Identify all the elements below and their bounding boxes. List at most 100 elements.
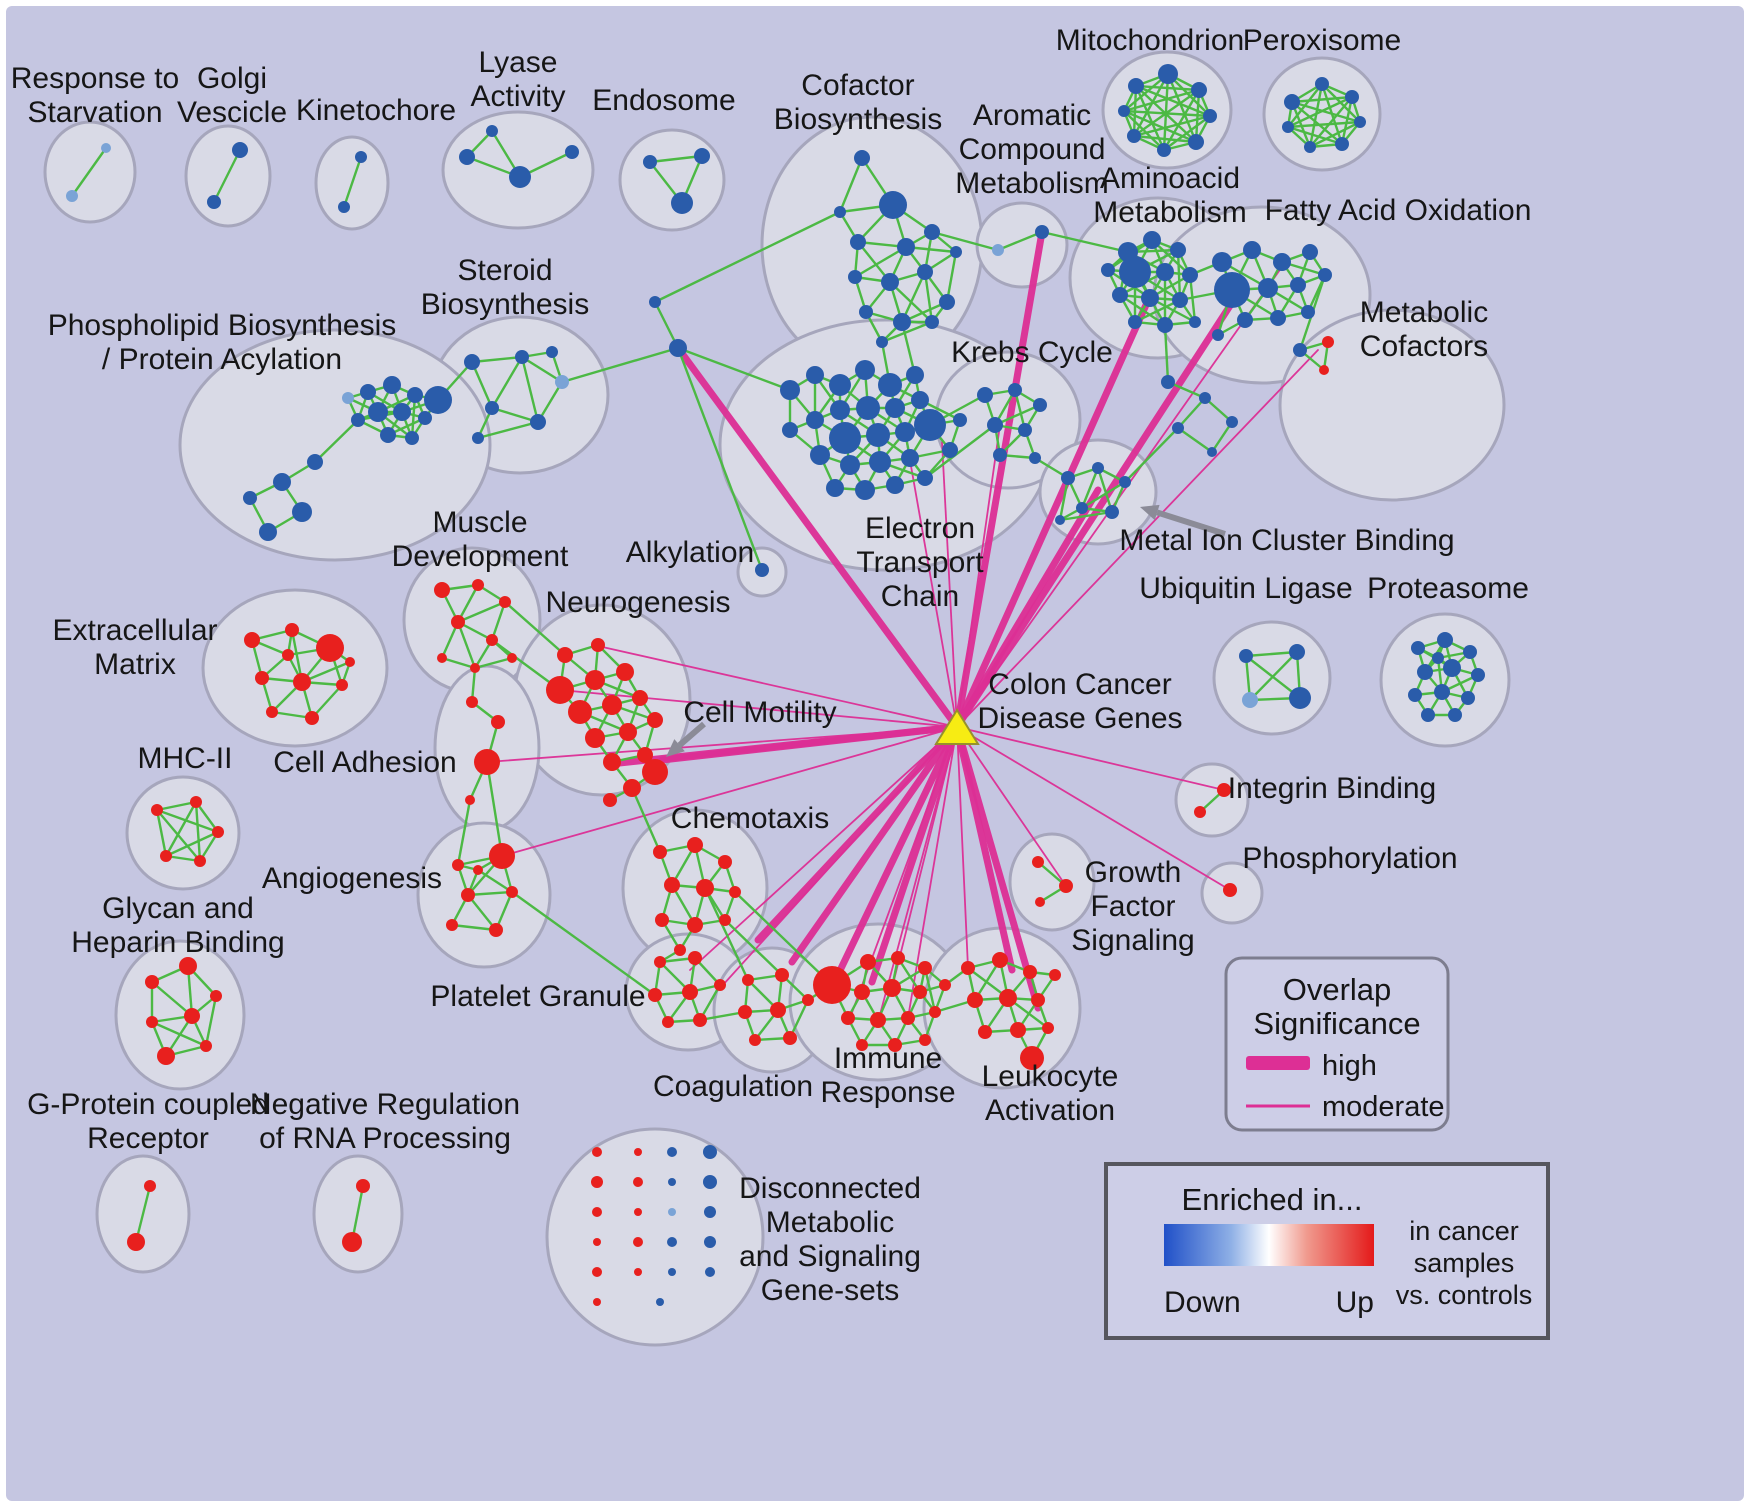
node-platelet-granule — [714, 979, 726, 991]
label-growth-factor-signaling: Factor — [1090, 890, 1175, 923]
label-negative-regulation-rna-processing: Negative Regulation — [250, 1088, 520, 1121]
node-mitochondrion — [1191, 82, 1207, 98]
legend-overlap-significance: Overlap Significance high moderate — [1224, 956, 1450, 1132]
label-muscle-development: Muscle — [432, 506, 527, 539]
label-disconnected-gene-sets: Gene-sets — [761, 1274, 899, 1307]
label-alkylation: Alkylation — [626, 536, 754, 569]
node-fatty-acid-oxidation — [1318, 268, 1332, 282]
edge-steroid-biosynthesis — [471, 355, 523, 364]
label-peroxisome: Peroxisome — [1243, 24, 1401, 57]
node-disconnected-gene-sets — [667, 1237, 677, 1247]
node-aromatic-compound-metabolism — [992, 244, 1004, 256]
node-aminoacid-metabolism — [1170, 242, 1186, 258]
node-leukocyte-activation — [1049, 969, 1061, 981]
pointer-arrow-head — [1140, 504, 1160, 521]
node-disconnected-gene-sets — [634, 1148, 642, 1156]
node-disconnected-gene-sets — [592, 1207, 602, 1217]
node-aminoacid-metabolism — [1189, 316, 1201, 328]
node-cofactor-biosynthesis — [854, 150, 870, 166]
node-immune-response — [888, 1038, 902, 1052]
label-angiogenesis: Angiogenesis — [262, 862, 442, 895]
node-mitochondrion — [1158, 64, 1178, 84]
node-cofactor-biosynthesis — [881, 273, 899, 291]
node-fatty-acid-oxidation — [1212, 329, 1224, 341]
node-cofactor-biosynthesis — [939, 294, 955, 310]
node-krebs-cycle — [1033, 398, 1047, 412]
node-peroxisome — [1315, 77, 1329, 91]
label-neurogenesis: Neurogenesis — [545, 586, 730, 619]
edge-aminoacid-spill — [1211, 421, 1233, 453]
node-extracellular-matrix — [316, 634, 344, 662]
node-glycan-heparin-binding — [184, 1008, 200, 1024]
node-steroid-biosynthesis — [485, 401, 499, 415]
node-electron-transport-chain — [829, 422, 861, 454]
node-immune-response — [891, 951, 905, 965]
node-extracellular-matrix — [305, 711, 319, 725]
node-disconnected-gene-sets — [703, 1145, 717, 1159]
node-junction — [669, 339, 687, 357]
label-metabolic-cofactors: Cofactors — [1360, 330, 1488, 363]
node-endosome — [643, 155, 657, 169]
edge-metal-ion-cluster-binding — [1059, 510, 1113, 522]
gradient-down-label: Down — [1164, 1286, 1241, 1319]
edge-metal-ion-cluster-binding — [1081, 480, 1126, 510]
node-cell-adhesion — [466, 696, 478, 708]
node-cell-motility — [642, 759, 668, 785]
label-proteasome: Proteasome — [1367, 572, 1529, 605]
node-fatty-acid-oxidation — [1212, 252, 1232, 272]
node-kinetochore — [338, 201, 350, 213]
label-immune-response: Immune — [834, 1042, 942, 1075]
label-colon-cancer-hub: Colon Cancer — [988, 668, 1171, 701]
node-growth-factor-signaling — [1035, 897, 1045, 907]
layer-nodes — [66, 64, 1485, 1306]
label-steroid-biosynthesis: Steroid — [457, 254, 552, 287]
label-mhc-ii: MHC-II — [138, 742, 233, 775]
label-disconnected-gene-sets: Metabolic — [766, 1206, 894, 1239]
node-endosome — [694, 148, 710, 164]
node-phospholipid-biosynthesis — [342, 392, 354, 404]
label-integrin-binding: Integrin Binding — [1228, 772, 1436, 805]
edge-aromatic-compound-metabolism — [997, 230, 1043, 252]
legend-overlap-title-line2: Significance — [1253, 1006, 1420, 1041]
node-disconnected-gene-sets — [704, 1206, 716, 1218]
node-coagulation — [783, 1031, 797, 1045]
layer-hub — [934, 708, 980, 745]
node-metabolic-cofactors — [1319, 365, 1329, 375]
inter-cluster-edge — [703, 887, 750, 981]
node-disconnected-gene-sets — [656, 1298, 664, 1306]
node-mitochondrion — [1128, 78, 1144, 94]
label-aminoacid-metabolism: Metabolism — [1093, 196, 1246, 229]
node-cofactor-biosynthesis — [850, 234, 866, 250]
node-coagulation — [749, 1034, 761, 1046]
node-fatty-acid-oxidation — [1270, 310, 1286, 326]
node-electron-transport-chain — [942, 442, 958, 458]
node-peroxisome — [1345, 90, 1359, 104]
node-peroxisome — [1284, 94, 1300, 110]
layer-magenta — [486, 228, 1319, 1023]
label-electron-transport-chain: Electron — [865, 512, 975, 545]
node-electron-transport-chain — [953, 413, 967, 427]
node-growth-factor-signaling — [1032, 856, 1044, 868]
edge-glycan-heparin-binding — [204, 995, 218, 1047]
node-immune-response — [918, 961, 932, 975]
node-leukocyte-activation — [978, 1025, 992, 1039]
inter-cluster-edge — [931, 230, 999, 252]
node-muscle-development — [470, 663, 480, 673]
label-aromatic-compound-metabolism: Metabolism — [955, 167, 1108, 200]
node-aminoacid-spill — [1172, 422, 1184, 434]
edge-cofactor-biosynthesis — [838, 157, 864, 213]
enrichment-gradient-bar — [1164, 1224, 1374, 1266]
node-aminoacid-metabolism — [1141, 289, 1159, 307]
node-extracellular-matrix — [293, 673, 311, 691]
node-disconnected-gene-sets — [634, 1208, 642, 1216]
node-proteasome — [1417, 664, 1433, 680]
label-extracellular-matrix: Matrix — [94, 648, 176, 681]
edge-mhc-ii — [156, 800, 197, 812]
node-disconnected-gene-sets — [593, 1298, 601, 1306]
inter-cluster-edge — [485, 761, 504, 857]
inter-cluster-edge — [699, 1010, 746, 1022]
edge-peroxisome — [1340, 96, 1354, 145]
node-chemotaxis — [664, 877, 680, 893]
node-electron-transport-chain — [840, 455, 860, 475]
node-proteasome — [1463, 645, 1477, 659]
